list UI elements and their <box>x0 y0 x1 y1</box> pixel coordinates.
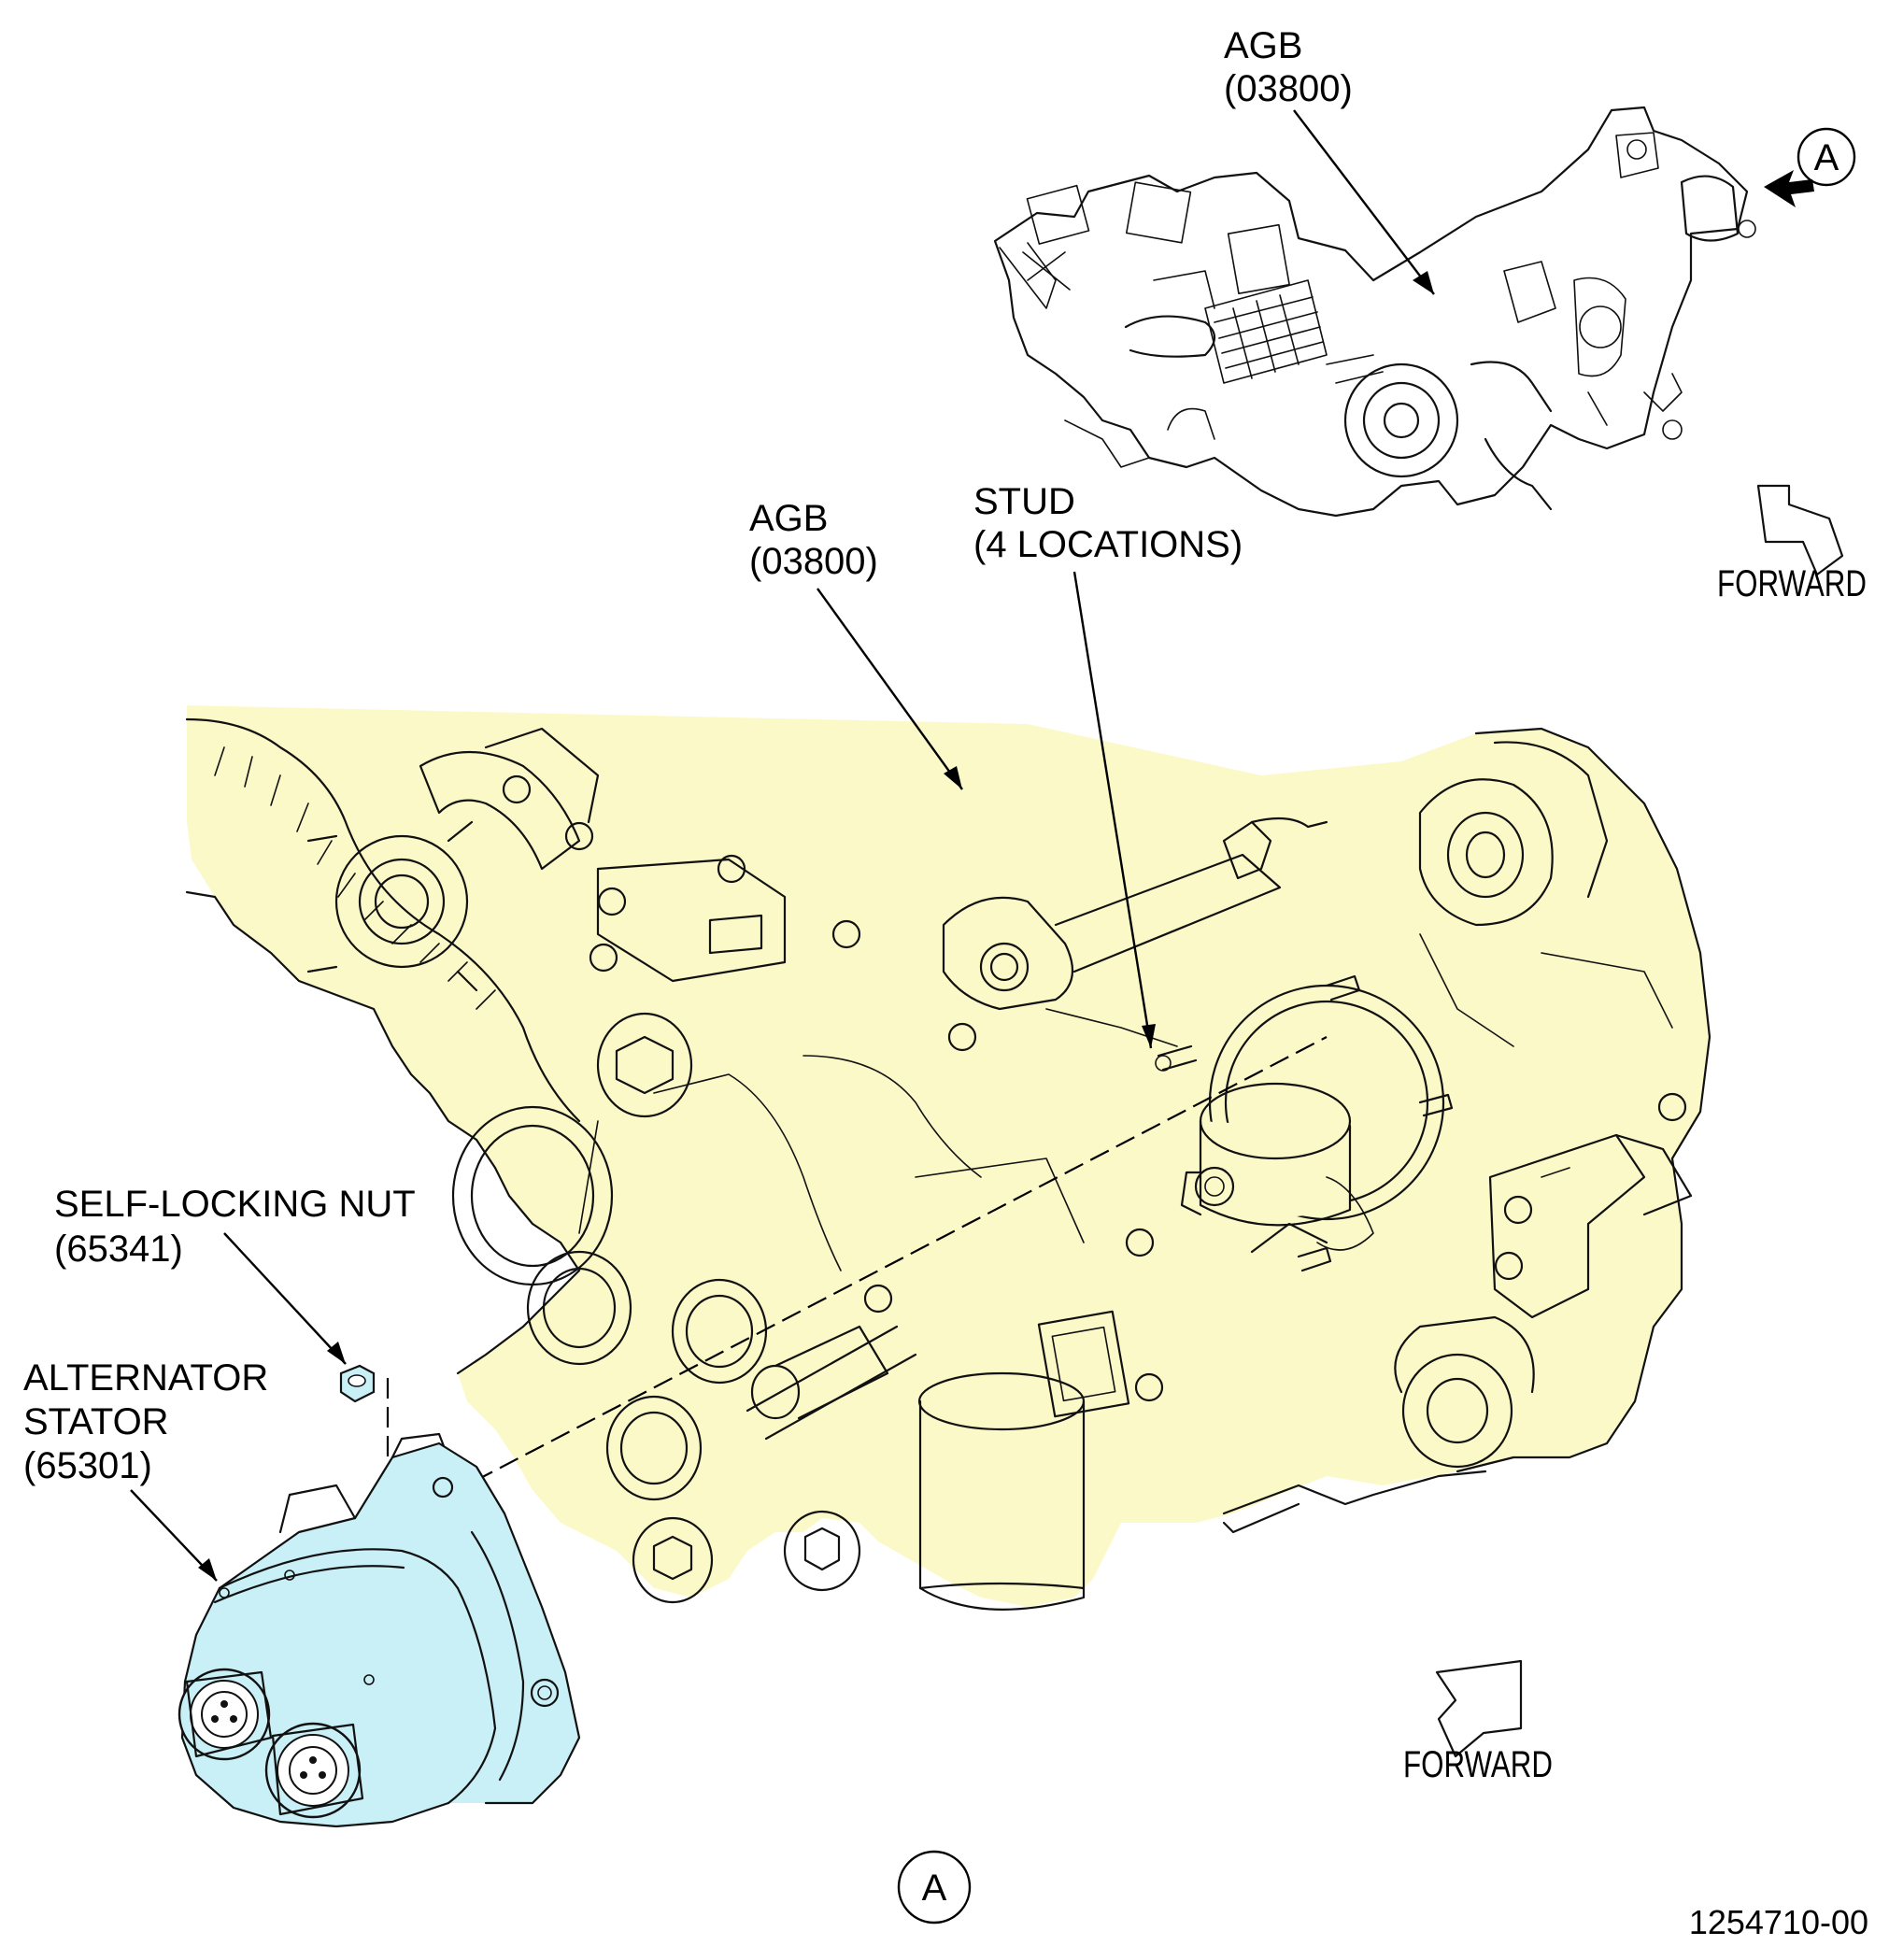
figure-number: 1254710-00 <box>1689 1903 1868 1941</box>
stator-label: ALTERNATOR <box>23 1357 268 1399</box>
view-a-title-label: A <box>922 1868 947 1909</box>
alternator-stator <box>178 1432 581 1828</box>
stator-leader <box>130 1489 218 1582</box>
stud-leader <box>1072 571 1156 1049</box>
stator-label-2: STATOR <box>23 1401 169 1442</box>
stud-label: STUD <box>973 481 1075 522</box>
view-a-bubble-label: A <box>1814 137 1839 178</box>
forward-label-bottom: FORWARD <box>1403 1744 1553 1785</box>
forward-arrow-icon <box>1435 1659 1523 1758</box>
view-arrow-icon <box>1764 170 1814 207</box>
view-a-callout: A <box>1797 127 1856 187</box>
view-a-title: A <box>897 1850 972 1924</box>
stator-number: (65301) <box>23 1445 152 1486</box>
locator-agb-label: AGB <box>1224 25 1302 66</box>
forward-label-top: FORWARD <box>1717 563 1867 604</box>
bolt-heads <box>502 774 1687 1402</box>
locator-engine-view <box>993 106 1756 518</box>
self-locking-nut <box>339 1364 376 1403</box>
nut-leader <box>223 1232 347 1365</box>
agb-leader <box>817 588 963 790</box>
forward-arrow-icon <box>1756 484 1844 576</box>
nut-number: (65341) <box>54 1229 183 1270</box>
locator-agb-leader <box>1293 109 1435 295</box>
stud-locations: (4 LOCATIONS) <box>973 524 1243 565</box>
nut-label: SELF-LOCKING NUT <box>54 1184 416 1225</box>
install-axis-stud <box>447 1036 1328 1496</box>
agb-number: (03800) <box>749 541 878 582</box>
agb-label: AGB <box>749 498 828 539</box>
agb-main-body <box>185 705 1711 1611</box>
locator-agb-number: (03800) <box>1224 68 1353 109</box>
